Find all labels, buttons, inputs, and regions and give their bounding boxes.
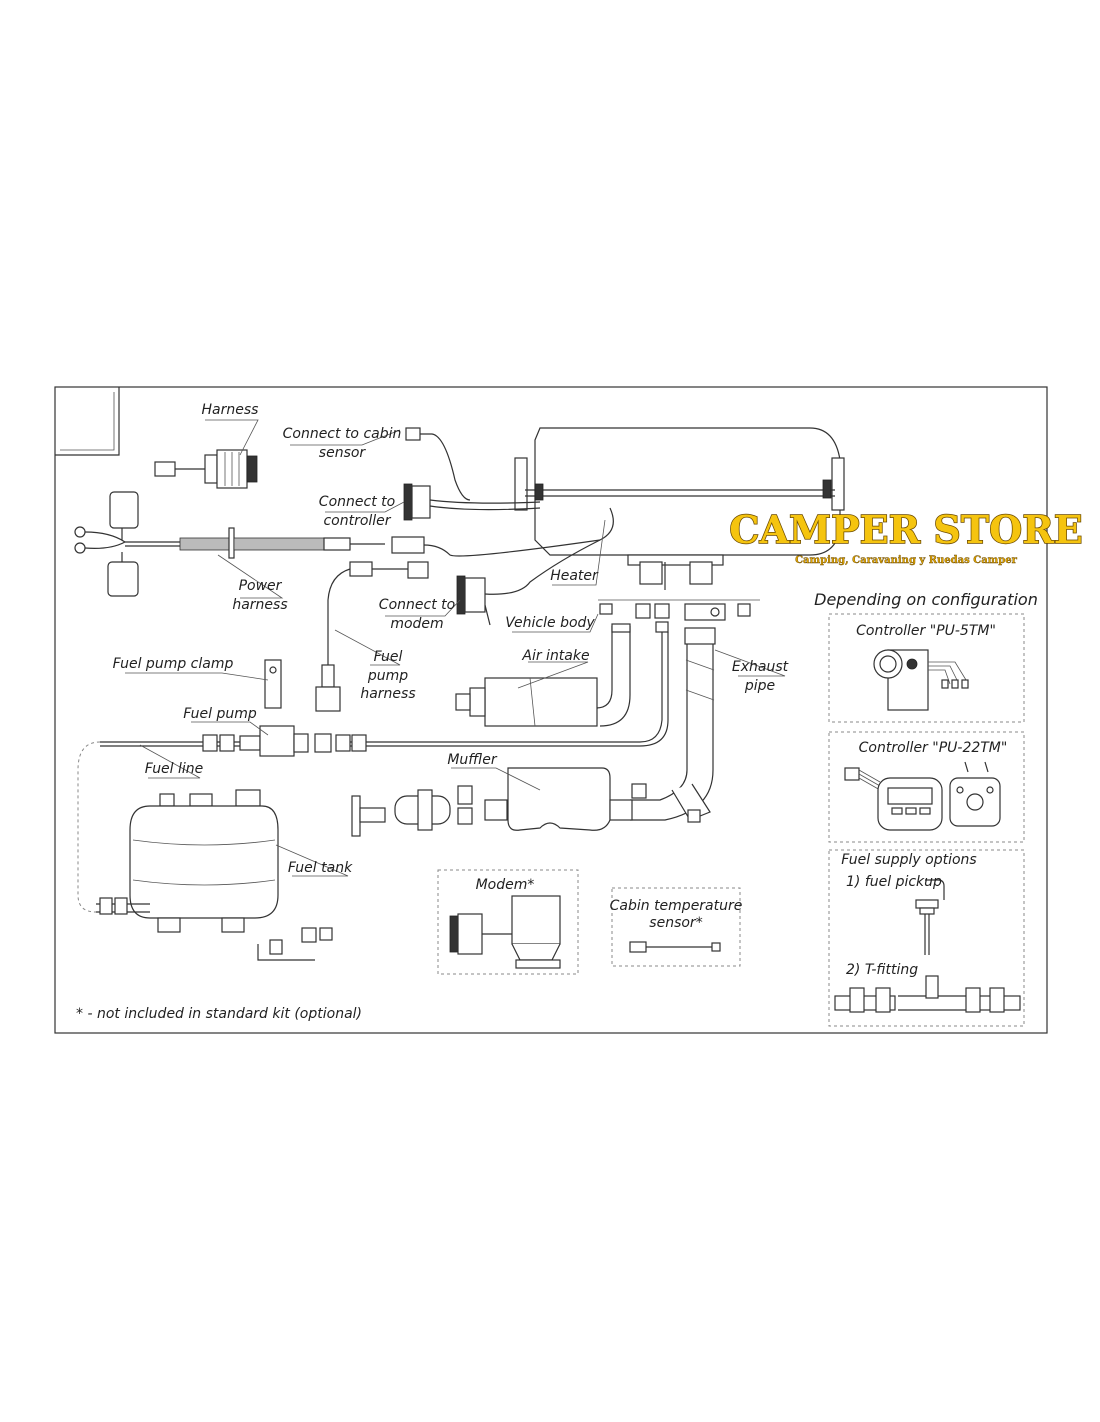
logo-title: CAMPER STORE [729,507,1083,552]
label-power-harness: Power [239,578,283,594]
fuel-supply-box [828,849,1025,1027]
harness-part [154,449,258,489]
label-fuel-pump-harness: Fuel [374,649,403,665]
label-cabin-temp-sensor-2: sensor* [649,915,702,931]
label-cabin-temp-sensor: Cabin temperature [610,898,743,914]
label-controller-pu22tm: Controller "PU-22TM" [859,740,1008,756]
label-fuel-tank: Fuel tank [288,860,353,876]
label-connect-modem: Connect to [379,597,455,613]
camper-store-logo: CAMPER STORE Camping, Caravaning y Rueda… [728,506,1083,566]
footnote: * - not included in standard kit (option… [76,1006,362,1022]
label-heater: Heater [550,568,599,584]
label-t-fitting: 2) T-fitting [846,962,918,978]
modem-connector [456,539,601,626]
label-air-intake: Air intake [521,648,589,664]
muffler-part [351,767,633,837]
label-muffler: Muffler [447,752,498,768]
power-harness-part [74,491,614,597]
label-fuel-pickup: 1) fuel pickup [846,874,942,890]
label-connect-controller: Connect to [319,494,395,510]
leader-lines [125,419,786,877]
label-power-harness-2: harness [232,597,287,613]
label-connect-controller-2: controller [323,513,391,529]
title-block-corner [55,387,120,456]
controller-connector [403,483,541,521]
label-controller-pu5tm: Controller "PU-5TM" [856,623,996,639]
text-labels: Harness Connect to cabin sensor Connect … [76,402,1038,1022]
modem-box [437,869,579,975]
label-harness: Harness [202,402,259,418]
controller-pu22tm-box [828,731,1025,843]
fuel-tank-part [96,789,333,961]
label-modem: Modem* [476,877,535,893]
t-fitting-part [834,975,1021,1013]
label-fuel-pump: Fuel pump [183,706,257,722]
controller-pu22tm-part [844,761,1001,831]
label-exhaust-pipe: Exhaust [732,659,789,675]
label-connect-cabin-sensor: Connect to cabin [283,426,402,442]
fuel-pump-clamp-part [264,659,282,709]
vehicle-body-mount [598,599,760,633]
cabin-sensor-lead [405,427,471,501]
fuel-line-part [77,632,669,913]
label-fuel-supply-options: Fuel supply options [841,852,976,868]
label-vehicle-body: Vehicle body [505,615,595,631]
fuel-pump-harness-part [315,561,429,712]
controller-pu5tm-part [873,649,969,711]
drawing-frame [54,386,1048,1034]
air-intake-part [455,623,631,727]
fuel-pump-part [202,725,367,757]
label-fuel-line: Fuel line [145,761,204,777]
exhaust-pipe-part [630,627,716,823]
options-heading: Depending on configuration [814,590,1038,609]
options-panel [828,613,1025,1027]
fuel-pickup-part [915,879,945,955]
logo-subtitle: Camping, Caravaning y Ruedas Camper [795,555,1018,566]
label-connect-modem-2: modem [390,616,443,632]
label-fuel-pump-harness-2: pump [367,668,408,684]
label-connect-cabin-sensor-2: sensor [319,445,367,461]
controller-pu5tm-box [828,613,1025,723]
label-fuel-pump-clamp: Fuel pump clamp [113,656,234,672]
label-fuel-pump-harness-3: harness [360,686,415,702]
label-exhaust-pipe-2: pipe [744,678,775,694]
cabin-sensor-box [611,887,741,967]
heater-body [514,427,845,590]
